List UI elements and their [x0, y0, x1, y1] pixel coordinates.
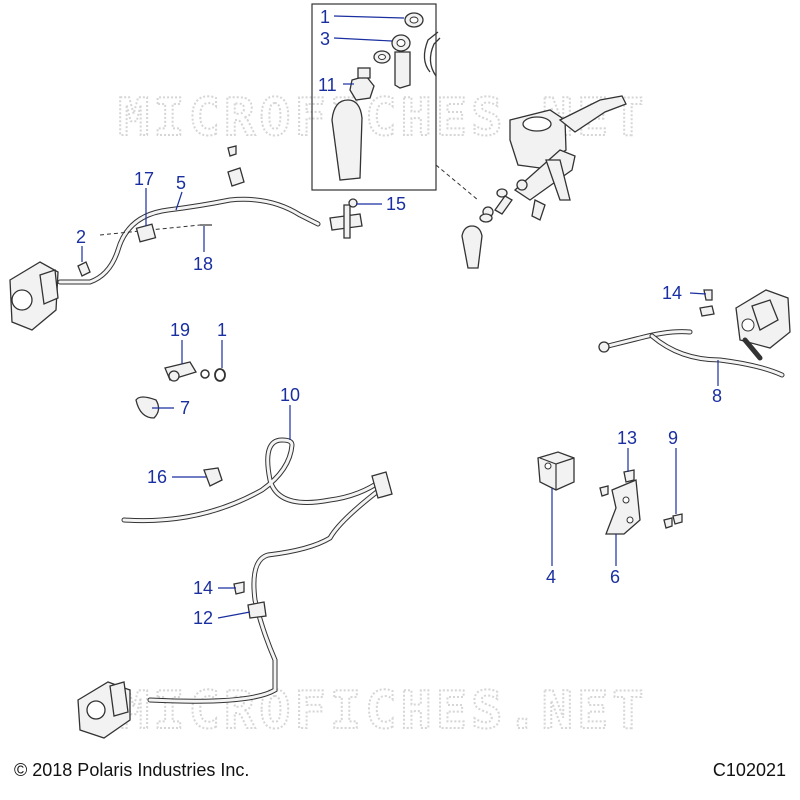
callout-7: 7: [180, 398, 190, 418]
bracket-parts: [537, 451, 683, 535]
inset-detail-box: [311, 3, 441, 191]
callout-14-right: 14: [662, 283, 682, 303]
watermark-bottom: MICROFICHES.NET: [118, 681, 648, 741]
front-left-caliper: [9, 261, 59, 331]
callout-2: 2: [76, 227, 86, 247]
front-brake-hose-5: [57, 145, 363, 285]
brake-hose-8: [598, 329, 785, 378]
callout-3: 3: [320, 29, 330, 49]
callout-4: 4: [546, 567, 556, 587]
callout-5: 5: [176, 173, 186, 193]
callout-15: 15: [386, 194, 406, 214]
callout-8: 8: [712, 386, 722, 406]
callout-19: 19: [170, 320, 190, 340]
callout-1-top: 1: [320, 7, 330, 27]
leader-lines: [81, 15, 719, 619]
callout-16: 16: [147, 467, 167, 487]
master-cylinder-assembly: [435, 95, 627, 269]
rear-caliper: [77, 681, 131, 739]
right-caliper: [699, 289, 791, 349]
brake-hose-10: [121, 437, 393, 704]
callout-11: 11: [318, 75, 337, 95]
callout-labels: 1 3 11 17 5 2 18 15 14 8 19 1 7 10 16 13…: [76, 7, 722, 628]
small-parts-left: [135, 361, 226, 487]
callout-17: 17: [134, 169, 154, 189]
callout-10: 10: [280, 385, 300, 405]
figure-code: C102021: [712, 760, 786, 780]
callout-13: 13: [617, 428, 637, 448]
callout-1-mid: 1: [217, 320, 227, 340]
callout-6: 6: [610, 567, 620, 587]
callout-9: 9: [668, 428, 678, 448]
callout-18: 18: [193, 254, 213, 274]
callout-12: 12: [193, 608, 213, 628]
copyright-notice: © 2018 Polaris Industries Inc.: [14, 760, 250, 780]
callout-14-left: 14: [193, 578, 213, 598]
